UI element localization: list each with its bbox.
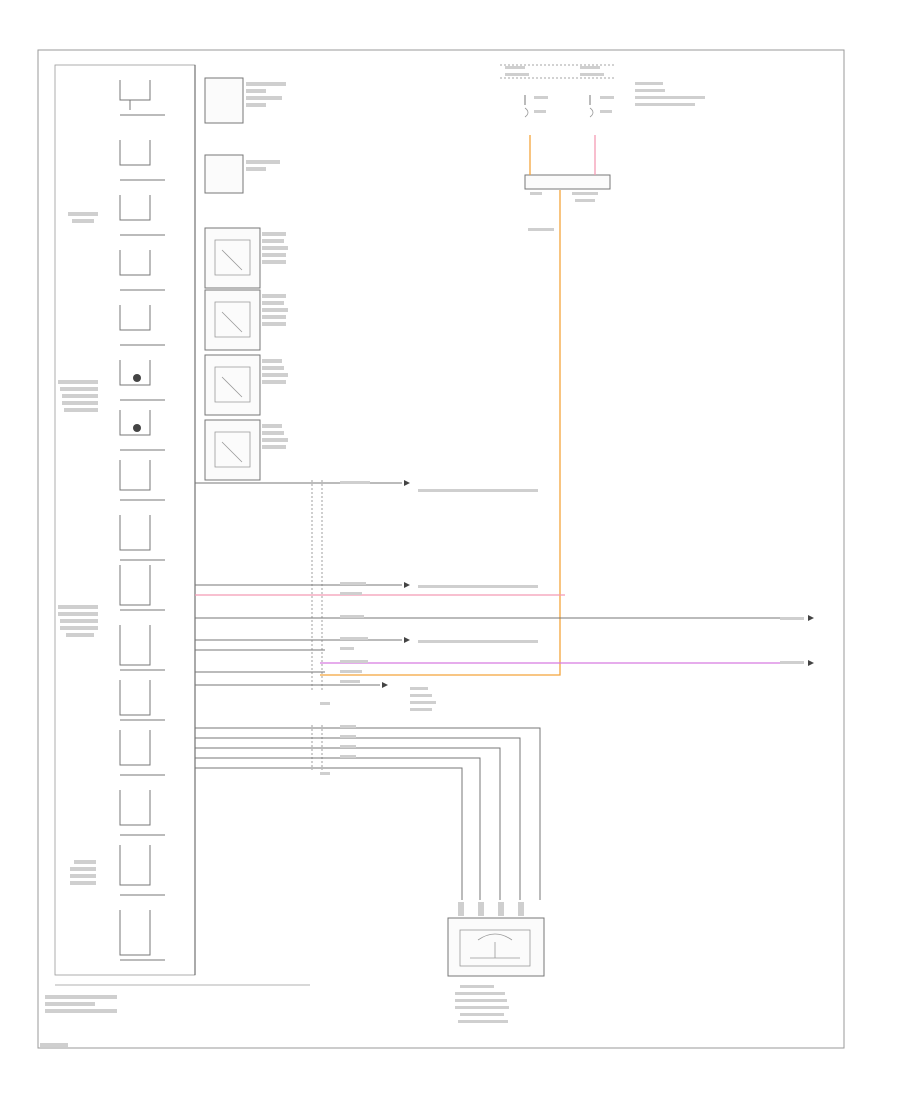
module-wires [195, 482, 790, 900]
sensor-label-blocks [246, 82, 288, 449]
arrow-right-icon [808, 660, 814, 666]
module-internal-switches [119, 80, 165, 961]
switch-symbol-icon [119, 140, 165, 181]
steering-sensor-box [447, 917, 545, 977]
left-label-blocks [40, 212, 117, 1047]
sensor-boxes [204, 77, 261, 481]
switch-symbol-icon [119, 305, 165, 346]
switch-symbol-icon [119, 250, 165, 291]
fuse-block [500, 64, 615, 190]
switch-symbol-icon [119, 410, 165, 451]
switch-symbol-icon [119, 460, 165, 501]
diagram-frame [37, 49, 845, 1049]
switch-symbol-icon [119, 910, 165, 961]
switch-symbol-icon [119, 625, 165, 671]
switch-symbol-icon [119, 80, 165, 116]
switch-symbol-icon [119, 565, 165, 611]
switch-symbol-icon [119, 515, 165, 561]
switch-symbol-icon [119, 845, 165, 896]
switch-symbol-icon [119, 195, 165, 236]
arrow-right-icon [808, 615, 814, 621]
switch-symbol-icon [119, 360, 165, 401]
wire-label-blocks [320, 481, 804, 775]
switch-symbol-icon [119, 730, 165, 776]
arrow-right-icon [404, 480, 410, 486]
connection-arrows [382, 480, 814, 688]
arrow-right-icon [404, 637, 410, 643]
arrow-right-icon [382, 682, 388, 688]
switch-symbol-icon [119, 790, 165, 836]
control-module-boundary [54, 64, 196, 976]
terminal-strip [311, 480, 323, 770]
power-feed-orange [320, 190, 561, 676]
switch-symbol-icon [119, 680, 165, 721]
bottom-label-blocks [455, 902, 524, 1023]
arrow-right-icon [404, 582, 410, 588]
fuse-label-blocks [505, 66, 705, 231]
